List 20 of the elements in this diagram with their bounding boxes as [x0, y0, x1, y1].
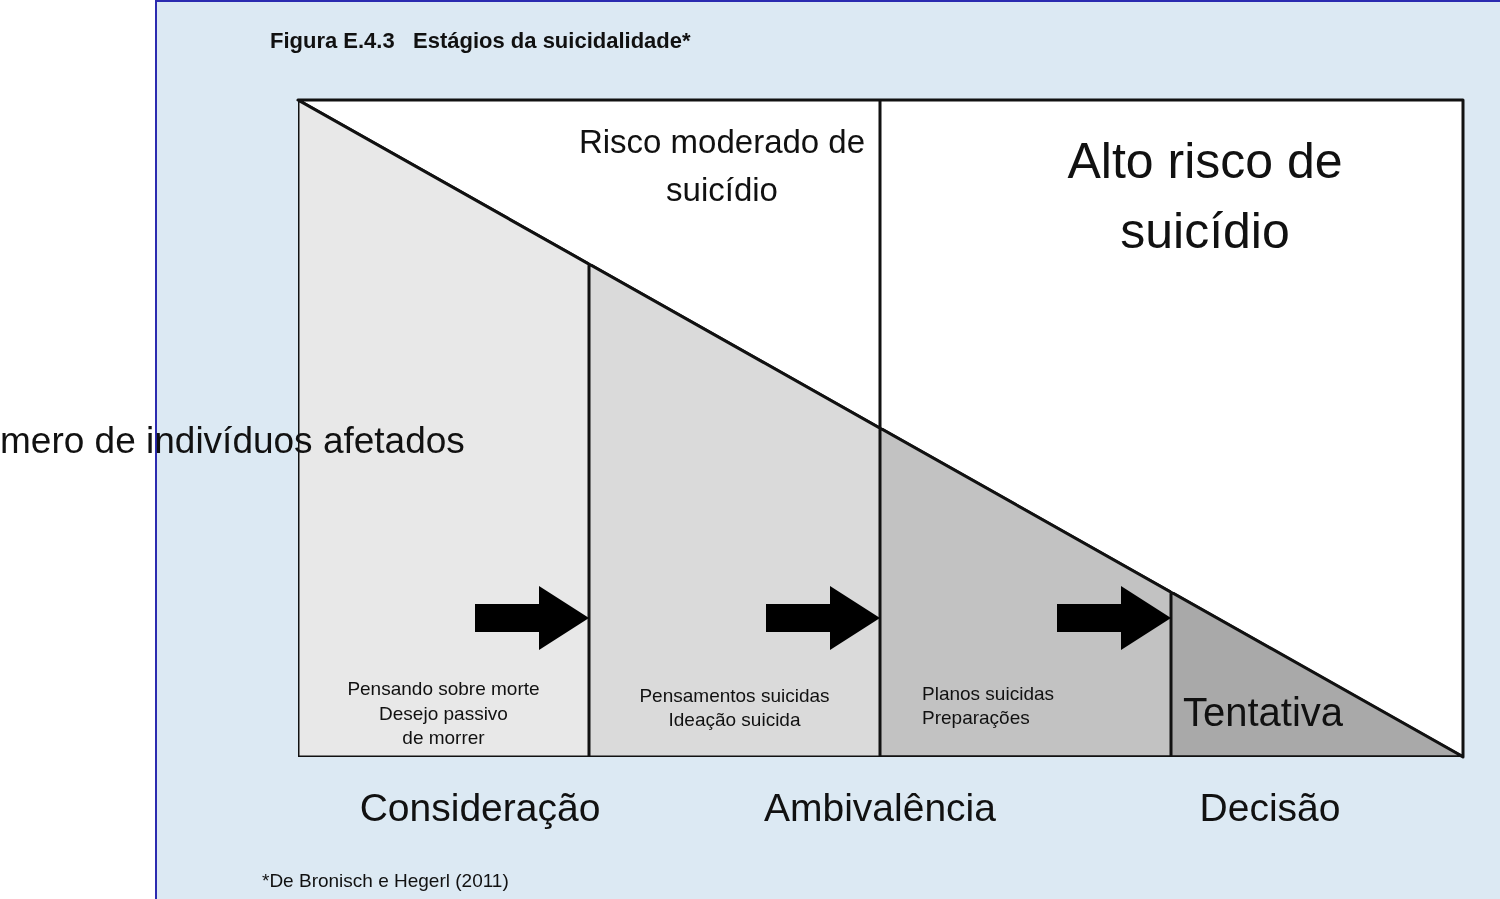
risk-label: Alto risco de suicídio — [1066, 132, 1344, 261]
figure-title: Figura E.4.3 Estágios da suicidalidade* — [270, 28, 691, 54]
stage-text: Desejo passivo de morrer — [378, 702, 509, 750]
arrow — [1057, 586, 1171, 650]
arrow — [766, 586, 880, 650]
stage-text: Pensando sobre morte — [346, 677, 541, 701]
stage-column — [589, 264, 880, 757]
stage-column — [1171, 592, 1463, 757]
arrow — [475, 586, 589, 650]
risk-label: Risco moderado de suicídio — [577, 122, 867, 210]
phase-label: Ambivalência — [763, 786, 997, 830]
stage-text: Ideação suicida — [667, 708, 802, 732]
stage-column — [880, 428, 1171, 757]
stage-text: Planos suicidas — [922, 682, 1055, 706]
stage-text: Tentativa — [1183, 690, 1344, 734]
stage-text: Pensamentos suicidas — [638, 684, 831, 708]
source-note: *De Bronisch e Hegerl (2011) — [262, 870, 509, 892]
stage-text: Preparações — [922, 706, 1030, 730]
phase-label: Decisão — [1198, 786, 1342, 830]
phase-label: Consideração — [358, 786, 602, 830]
